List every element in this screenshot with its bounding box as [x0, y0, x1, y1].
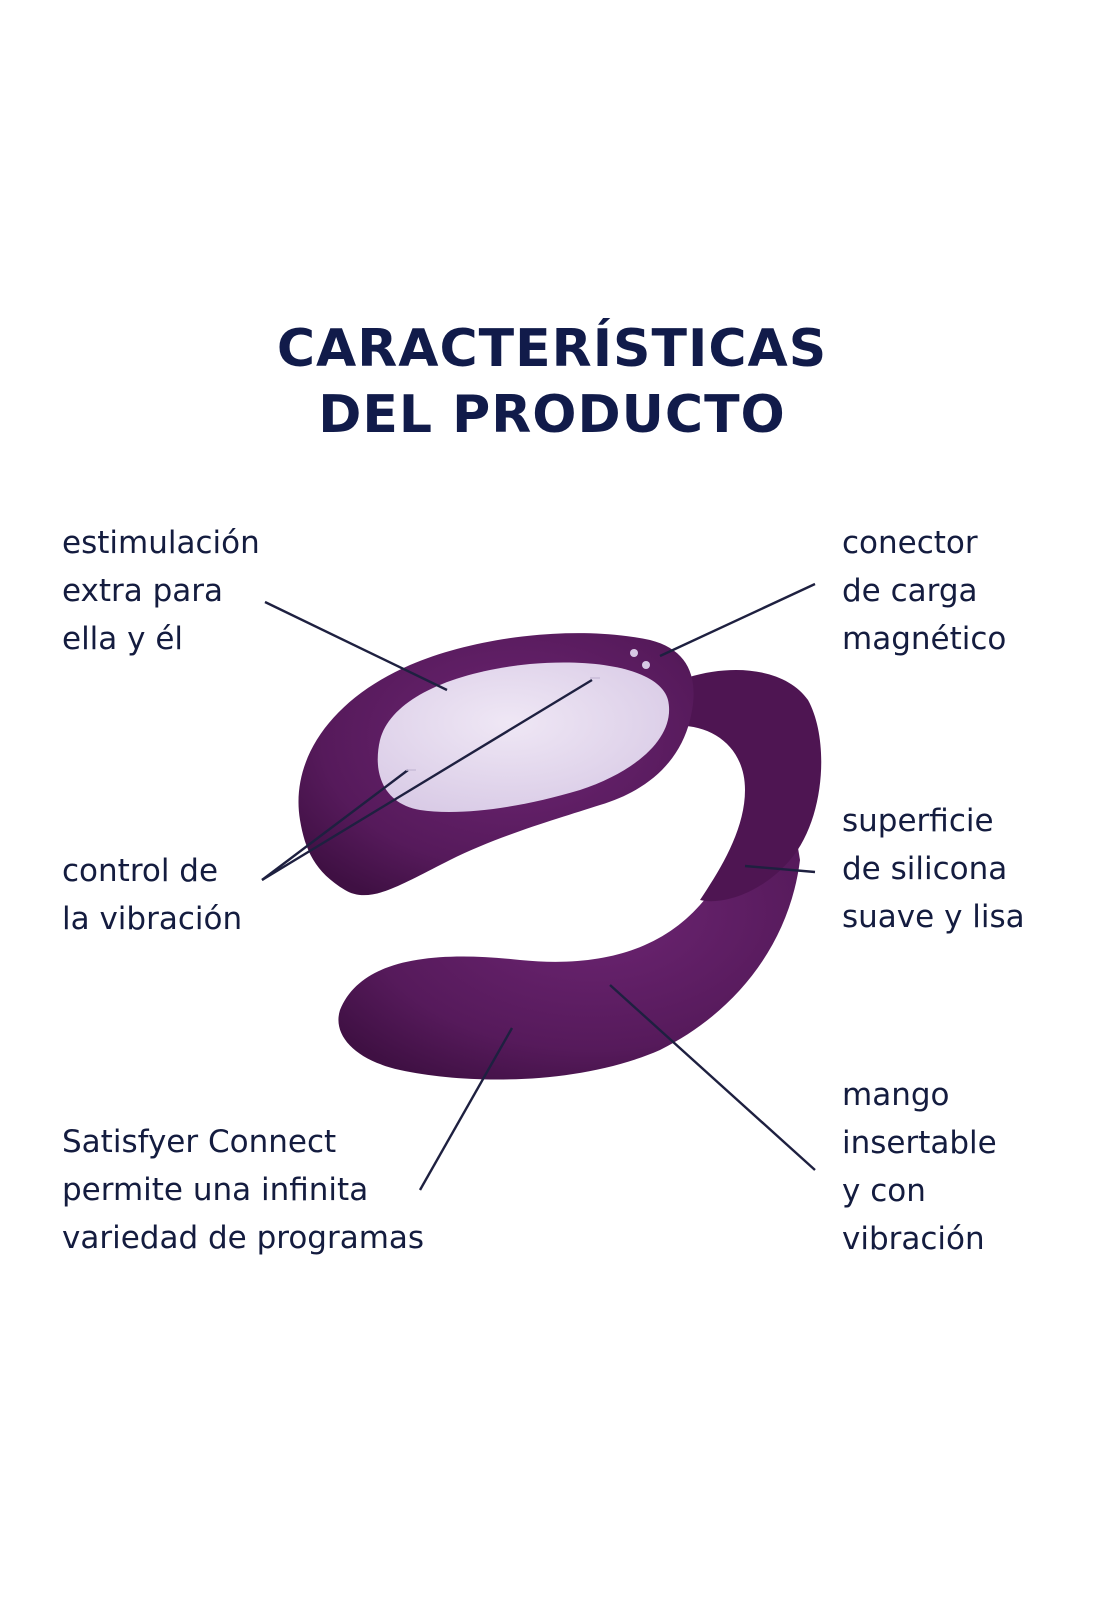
feature-connect-app: Satisfyer Connect permite una infinita v… — [62, 1124, 425, 1256]
control-pad — [377, 662, 670, 812]
feature-extra-stimulation: estimulación extra para ella y él — [62, 525, 260, 657]
feature-magnetic-charger: conector de carga magnético — [842, 525, 1007, 657]
leader-extra-stimulation — [264, 600, 448, 692]
feature-silicone-surface: superficie de silicona suave y lisa — [842, 803, 1025, 935]
insertable-arm — [338, 800, 800, 1080]
leader-connect-app — [418, 1027, 514, 1191]
leader-vibration-control-1 — [261, 678, 593, 882]
page-title-line2: DEL PRODUCTO — [318, 385, 786, 445]
leader-insertable-handle — [609, 984, 816, 1171]
leader-magnetic-charger — [659, 582, 816, 658]
leader-vibration-control-2 — [261, 769, 409, 881]
product-loop — [640, 670, 822, 902]
leader-silicone-surface — [744, 864, 816, 874]
feature-vibration-control: control de la vibración — [62, 853, 243, 937]
feature-insertable-handle: mango insertable y con vibración — [842, 1077, 997, 1257]
charge-contact-1 — [630, 649, 638, 657]
page-title-line1: CARACTERÍSTICAS — [276, 319, 828, 379]
charge-contact-2 — [642, 661, 650, 669]
